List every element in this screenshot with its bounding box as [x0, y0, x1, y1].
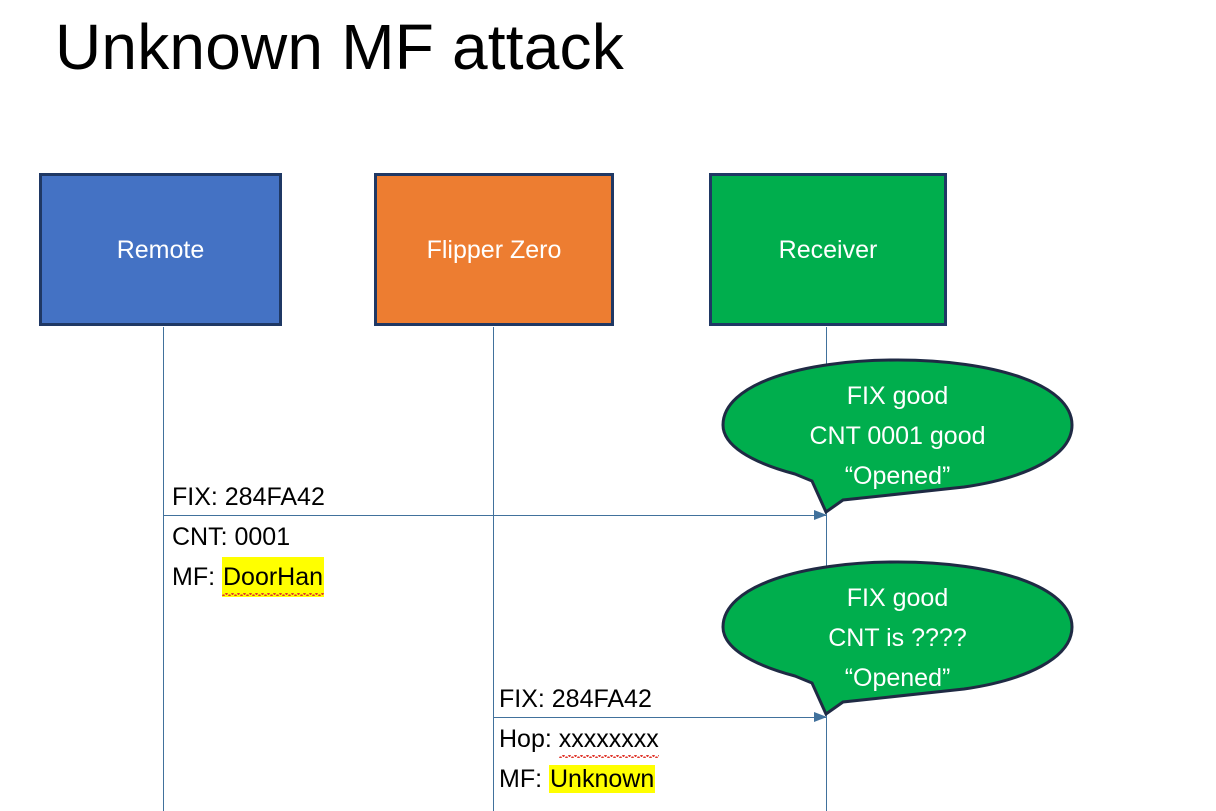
actor-box-flipper-zero[interactable]: Flipper Zero	[374, 173, 614, 326]
message1-line-cnt: CNT: 0001	[172, 523, 291, 551]
callout-shape-1	[721, 358, 1074, 515]
message-label-remote-to-receiver: FIX: 284FA42 CNT: 0001 MF: DoorHan	[172, 477, 325, 597]
message2-hop-label: Hop:	[499, 725, 559, 753]
message-arrow-flipper-to-receiver	[493, 712, 827, 722]
message1-mf-label: MF:	[172, 563, 222, 591]
arrow-head-icon	[814, 712, 827, 722]
message2-mf-label: MF:	[499, 765, 549, 793]
message-arrow-remote-to-receiver	[163, 510, 827, 520]
message-label-flipper-to-receiver: FIX: 284FA42 Hop: xxxxxxxx MF: Unknown	[499, 679, 659, 799]
message2-line-fix: FIX: 284FA42	[499, 685, 652, 713]
actor-box-remote[interactable]: Remote	[39, 173, 282, 326]
message2-line-hop: Hop: xxxxxxxx	[499, 719, 659, 759]
actor-label-flipper-zero: Flipper Zero	[426, 235, 562, 264]
actor-box-receiver[interactable]: Receiver	[709, 173, 947, 326]
arrow-head-icon	[814, 510, 827, 520]
message1-line-fix: FIX: 284FA42	[172, 483, 325, 511]
callout-receiver-response-1: FIX good CNT 0001 good “Opened”	[721, 358, 1074, 515]
actor-label-receiver: Receiver	[778, 235, 878, 264]
callout-receiver-response-2: FIX good CNT is ???? “Opened”	[721, 560, 1074, 717]
message1-mf-value: DoorHan	[222, 557, 325, 597]
lifeline-remote	[163, 327, 164, 811]
message1-line-mf: MF: DoorHan	[172, 557, 325, 597]
message2-line-mf: MF: Unknown	[499, 759, 659, 799]
message2-hop-value: xxxxxxxx	[558, 719, 659, 759]
message2-mf-value: Unknown	[549, 765, 656, 793]
lifeline-flipper	[493, 327, 494, 811]
page-title: Unknown MF attack	[55, 11, 624, 83]
callout-shape-2	[721, 560, 1074, 717]
actor-label-remote: Remote	[116, 235, 205, 264]
